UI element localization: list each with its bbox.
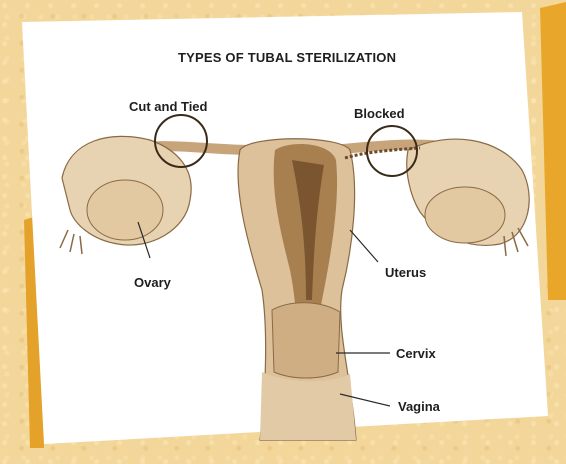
label-ovary: Ovary <box>134 276 171 289</box>
left-ovary <box>87 180 163 240</box>
label-cervix: Cervix <box>396 347 436 360</box>
label-cut-and-tied: Cut and Tied <box>129 100 207 113</box>
right-ovary <box>425 187 505 243</box>
label-uterus: Uterus <box>385 266 426 279</box>
label-vagina: Vagina <box>398 400 440 413</box>
diagram-title: TYPES OF TUBAL STERILIZATION <box>178 51 396 64</box>
label-blocked: Blocked <box>354 107 405 120</box>
orange-panel-right <box>540 2 566 300</box>
